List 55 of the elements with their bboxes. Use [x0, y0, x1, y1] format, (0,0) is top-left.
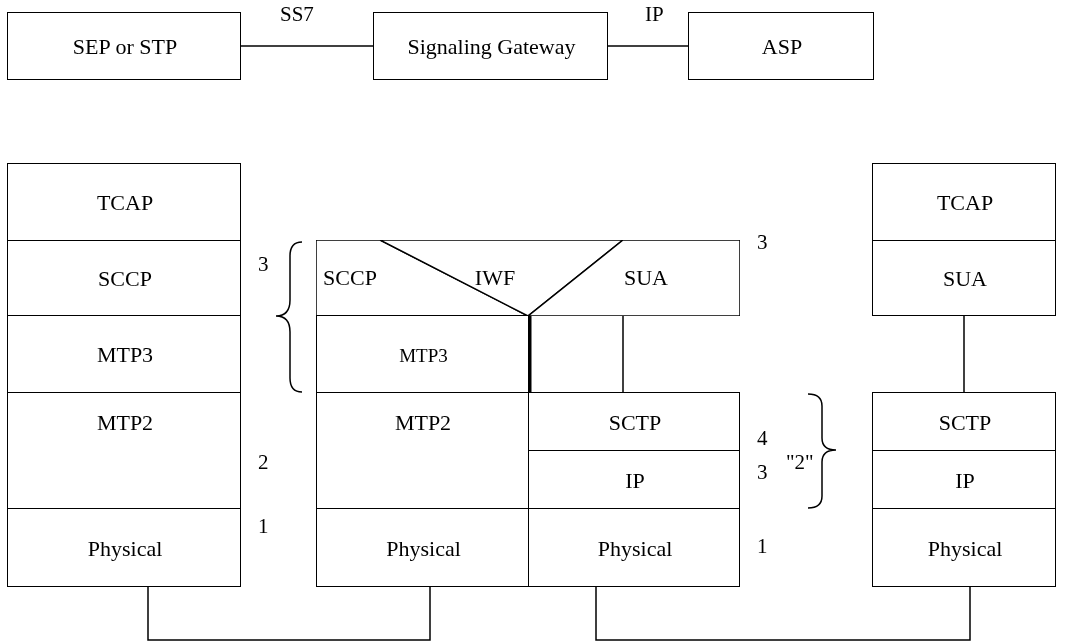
- layer-number: 1: [258, 516, 269, 537]
- layer-label: Signaling Gateway: [407, 36, 576, 58]
- layer-number: 3: [757, 232, 768, 253]
- layer-label: IP: [955, 469, 975, 492]
- connector-line: [963, 315, 965, 393]
- layer-label: TCAP: [936, 192, 994, 214]
- connector-line: [147, 586, 431, 641]
- protocol-layer-box: [7, 12, 241, 80]
- protocol-layer-box: [7, 315, 241, 393]
- layer-label: Physical: [927, 537, 1003, 560]
- layer-label: SUA: [943, 268, 987, 290]
- protocol-layer-box: [872, 163, 1056, 241]
- connector-line: [607, 45, 689, 47]
- layer-number: 1: [757, 536, 768, 557]
- layer-label: SCCP: [98, 268, 152, 290]
- layer-number: 4: [757, 428, 768, 449]
- protocol-layer-box: [7, 240, 241, 316]
- layer-label: ASP: [761, 36, 803, 58]
- protocol-layer-box: [316, 508, 529, 587]
- protocol-layer-box: [7, 392, 241, 509]
- layer-label: SCTP: [938, 411, 992, 434]
- layer-label: IP: [625, 469, 645, 492]
- layer-number: 3: [757, 462, 768, 483]
- protocol-layer-box: [688, 12, 874, 80]
- layer-label: SCCP: [323, 267, 377, 289]
- layer-label: MTP2: [96, 412, 154, 434]
- connector-line: [595, 586, 971, 641]
- protocol-layer-region: [380, 240, 623, 316]
- protocol-layer-region: [528, 240, 740, 316]
- protocol-layer-box: [872, 450, 1056, 509]
- layer-label: SCTP: [608, 411, 662, 434]
- protocol-layer-box: [7, 163, 241, 241]
- layer-label: Physical: [597, 537, 673, 560]
- layer-number: 2: [258, 452, 269, 473]
- protocol-layer-box: [7, 508, 241, 587]
- protocol-layer-box: [872, 508, 1056, 587]
- layer-label: MTP3: [399, 345, 448, 365]
- layer-number: 3: [258, 254, 269, 275]
- protocol-layer-box: [316, 315, 529, 393]
- protocol-layer-box: [872, 392, 1056, 451]
- layer-label: SEP or STP: [72, 36, 178, 58]
- connector-line: [240, 45, 374, 47]
- layer-label: SUA: [624, 267, 668, 289]
- layer-label: MTP2: [394, 412, 452, 434]
- protocol-layer-box: [872, 240, 1056, 316]
- protocol-layer-box: [528, 508, 740, 587]
- connector-line: [622, 315, 624, 393]
- layer-number: "2": [786, 452, 814, 473]
- layer-label: Physical: [386, 537, 461, 560]
- layer-label: Physical: [87, 537, 163, 560]
- layer-label: TCAP: [96, 192, 154, 214]
- layer-label: IWF: [474, 267, 516, 289]
- protocol-layer-box: [528, 392, 740, 451]
- layer-label: MTP3: [96, 344, 154, 366]
- protocol-layer-box: [373, 12, 608, 80]
